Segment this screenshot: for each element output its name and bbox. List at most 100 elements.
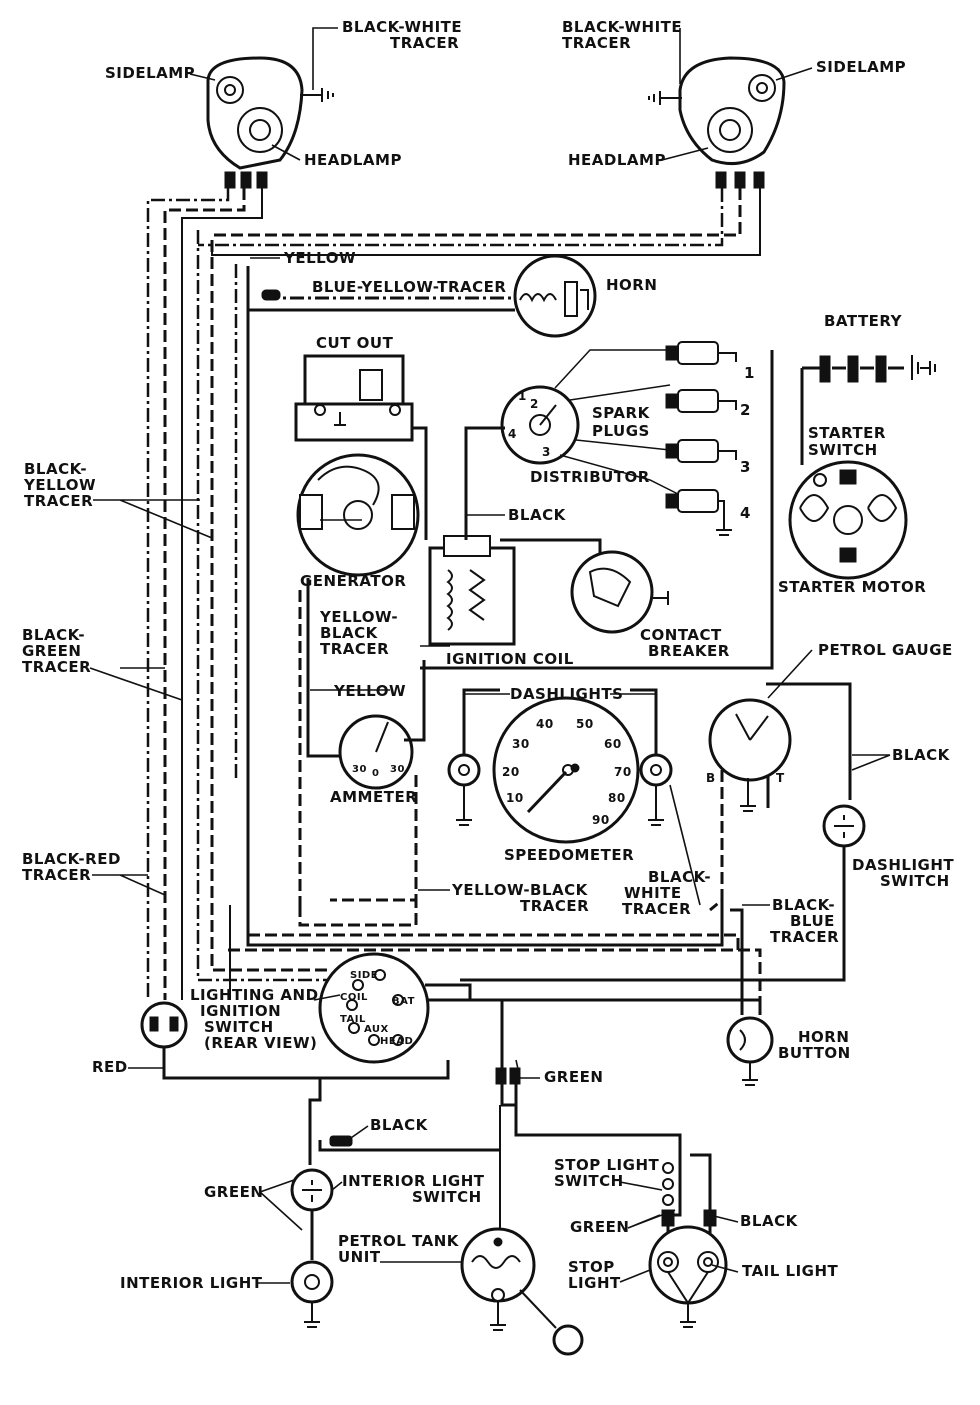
label-lighting-switch-3: SWITCH: [204, 1018, 274, 1036]
label-yellow-top: YELLOW: [283, 249, 356, 267]
label-switch-head: HEAD: [380, 1036, 413, 1047]
petrol-gauge: [708, 682, 852, 912]
label-black-yellow-3: TRACER: [24, 492, 93, 510]
label-distributor: DISTRIBUTOR: [530, 468, 650, 486]
starter-motor: [788, 460, 908, 580]
black-red-junction: [140, 1001, 450, 1165]
label-black-green-1: BLACK-: [22, 626, 85, 644]
label-plug-1: 1: [744, 364, 755, 382]
label-dashlight-switch-2: SWITCH: [880, 872, 950, 890]
label-petrol-gauge: PETROL GAUGE: [818, 641, 953, 659]
label-generator: GENERATOR: [300, 572, 406, 590]
label-petrol-tank-2: UNIT: [338, 1248, 381, 1266]
label-speedo-80: 80: [608, 791, 626, 805]
ignition-coil: [428, 520, 602, 646]
label-starter-motor: STARTER MOTOR: [778, 578, 926, 596]
label-red: RED: [92, 1058, 128, 1076]
contact-breaker: [570, 550, 669, 634]
label-black-tail: BLACK: [740, 1212, 799, 1230]
labels: BLACK-WHITE TRACER SIDELAMP HEADLAMP BLA…: [22, 18, 954, 1292]
leader-lines: [89, 27, 891, 1284]
harness-wires: [146, 188, 761, 1000]
label-switch-bat: BAT: [392, 996, 415, 1007]
left-lamp-unit: [206, 56, 334, 189]
label-contact-breaker-1: CONTACT: [640, 626, 722, 644]
label-spark-plugs-2: PLUGS: [592, 422, 650, 440]
label-speedo-50: 50: [576, 717, 594, 731]
label-switch-aux: AUX: [364, 1024, 389, 1035]
lower-wiring: [318, 1067, 712, 1240]
label-black-yellow-2: YELLOW: [23, 476, 96, 494]
label-stop-light-switch-1: STOP LIGHT: [554, 1156, 660, 1174]
label-speedo-70: 70: [614, 765, 632, 779]
label-dist-term-4: 4: [508, 427, 517, 441]
label-stop-light-1: STOP: [568, 1258, 615, 1276]
label-black-lower: BLACK: [370, 1116, 429, 1134]
label-black-green-2: GREEN: [22, 642, 81, 660]
label-yellow-mid: YELLOW: [333, 682, 406, 700]
label-stop-light-switch-2: SWITCH: [554, 1172, 624, 1190]
stop-tail-light: [648, 1225, 728, 1328]
label-speedo-60: 60: [604, 737, 622, 751]
label-lighting-switch-1: LIGHTING AND: [190, 986, 319, 1004]
generator: [296, 453, 420, 905]
label-lighting-switch-2: IGNITION: [200, 1002, 281, 1020]
horn: [234, 254, 597, 790]
label-speedometer: SPEEDOMETER: [504, 846, 634, 864]
label-plug-2: 2: [740, 401, 751, 419]
battery: [420, 350, 936, 670]
label-horn-button-1: HORN: [798, 1028, 849, 1046]
label-speedo-90: 90: [592, 813, 610, 827]
label-speedo-10: 10: [506, 791, 524, 805]
horn-button: [726, 1016, 774, 1086]
label-bw-tracer-mid-3: TRACER: [622, 900, 691, 918]
label-dist-term-3: 3: [542, 445, 551, 459]
label-black-red-2: TRACER: [22, 866, 91, 884]
label-dashlights: DASHLIGHTS: [510, 685, 623, 703]
label-speedo-30: 30: [512, 737, 530, 751]
label-green-left: GREEN: [204, 1183, 263, 1201]
label-tail-light: TAIL LIGHT: [742, 1262, 839, 1280]
label-cut-out: CUT OUT: [316, 334, 394, 352]
label-black-blue-2: BLUE: [790, 912, 835, 930]
label-switch-tail: TAIL: [340, 1014, 366, 1025]
label-sidelamp-right: SIDELAMP: [816, 58, 906, 76]
label-ammeter-scale-1: 30: [352, 764, 367, 775]
label-ammeter-scale-2: 0: [372, 768, 379, 779]
label-black-green-3: TRACER: [22, 658, 91, 676]
lighting-ignition-switch: [318, 952, 762, 1070]
label-green-right: GREEN: [570, 1218, 629, 1236]
label-yellow-black-3: TRACER: [320, 640, 389, 658]
label-dashlight-switch-1: DASHLIGHT: [852, 856, 954, 874]
label-ignition-coil: IGNITION COIL: [446, 650, 574, 668]
dashlight-switch: [460, 804, 866, 982]
petrol-tank-unit: [460, 1227, 584, 1356]
label-speedo-20: 20: [502, 765, 520, 779]
label-ammeter-scale-3: 30: [390, 764, 405, 775]
label-interior-light-switch-2: SWITCH: [412, 1188, 482, 1206]
label-black-yellow-1: BLACK-: [24, 460, 87, 478]
label-starter-switch-1: STARTER: [808, 424, 886, 442]
label-starter-switch-2: SWITCH: [808, 441, 878, 459]
label-black-blue-1: BLACK-: [772, 896, 835, 914]
label-sidelamp-left: SIDELAMP: [105, 64, 195, 82]
spark-plugs: [665, 341, 737, 536]
label-horn: HORN: [606, 276, 657, 294]
label-gauge-t: T: [776, 771, 785, 785]
label-ammeter: AMMETER: [330, 788, 417, 806]
interior-light: [290, 1260, 334, 1328]
ammeter: [298, 660, 426, 927]
label-interior-light: INTERIOR LIGHT: [120, 1274, 263, 1292]
label-green-mid: GREEN: [544, 1068, 603, 1086]
label-blue-yellow: BLUE-YELLOW-TRACER: [312, 278, 506, 296]
label-yellow-black-1: YELLOW-: [319, 608, 398, 626]
label-switch-coil: COIL: [340, 992, 368, 1003]
label-contact-breaker-2: BREAKER: [648, 642, 730, 660]
label-switch-side: SIDE: [350, 970, 378, 981]
label-headlamp-left: HEADLAMP: [304, 151, 402, 169]
label-bw-tracer-left-1: BLACK-WHITE: [342, 18, 462, 36]
label-plug-4: 4: [740, 504, 751, 522]
label-bw-tracer-right-1: BLACK-WHITE: [562, 18, 682, 36]
label-headlamp-right: HEADLAMP: [568, 151, 666, 169]
